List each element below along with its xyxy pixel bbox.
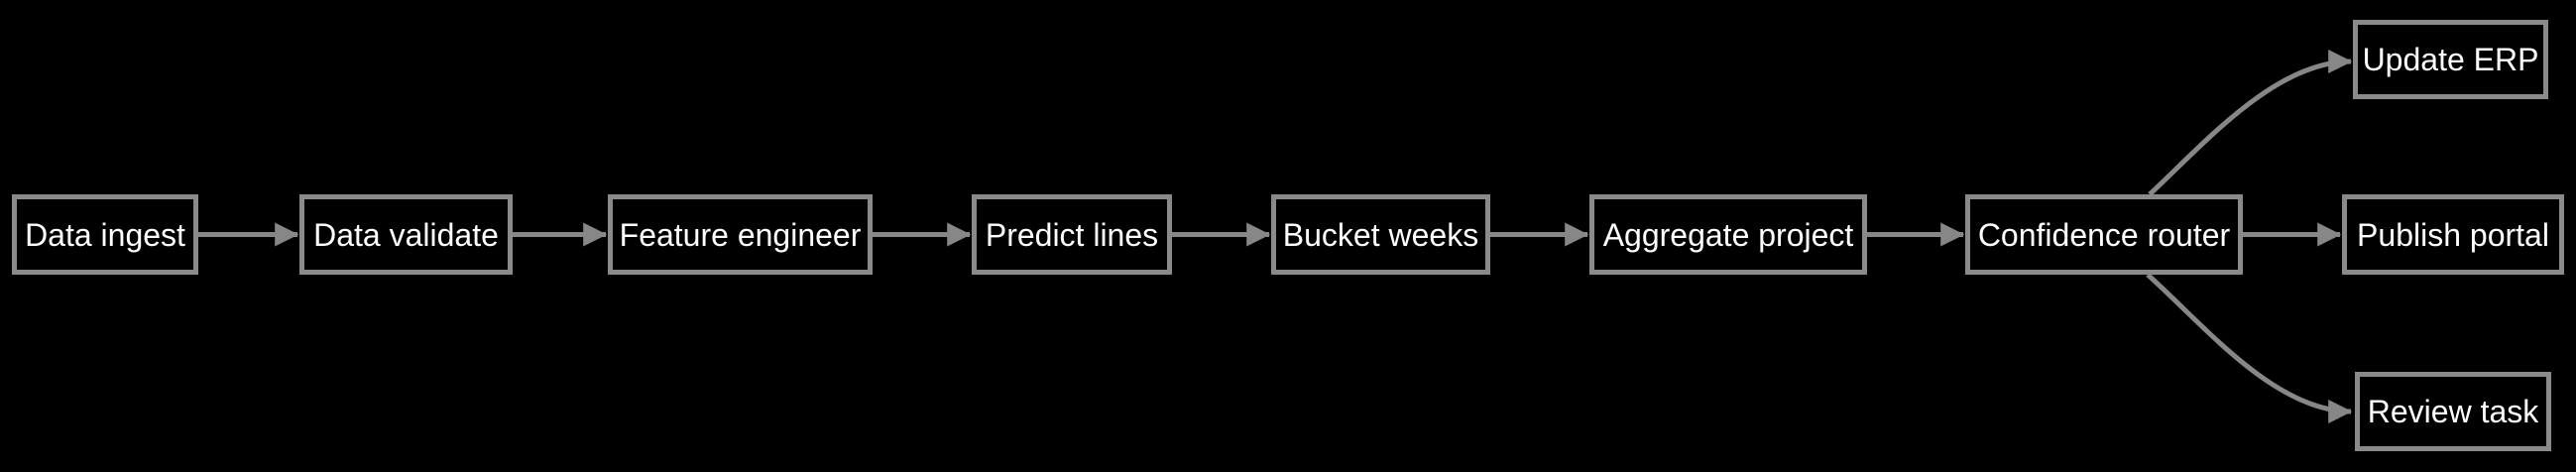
node-predict-lines-label: Predict lines — [985, 216, 1159, 253]
node-predict-lines: Predict lines — [972, 194, 1172, 275]
edge-confidence-router-to-update-erp — [2148, 50, 2353, 196]
node-confidence-router: Confidence router — [1965, 194, 2243, 275]
node-publish-portal: Publish portal — [2342, 194, 2564, 275]
node-publish-portal-label: Publish portal — [2357, 216, 2549, 253]
node-feature-engineer: Feature engineer — [608, 194, 873, 275]
node-feature-engineer-label: Feature engineer — [619, 216, 862, 253]
edge-confidence-router-to-review-task — [2146, 273, 2353, 423]
node-data-ingest: Data ingest — [12, 194, 198, 275]
node-aggregate-project-label: Aggregate project — [1602, 216, 1854, 253]
node-update-erp-label: Update ERP — [2362, 42, 2539, 77]
node-bucket-weeks-label: Bucket weeks — [1282, 216, 1479, 253]
node-confidence-router-label: Confidence router — [1977, 216, 2231, 253]
node-data-validate: Data validate — [299, 194, 513, 275]
node-data-ingest-label: Data ingest — [25, 216, 185, 253]
node-bucket-weeks: Bucket weeks — [1271, 194, 1490, 275]
node-review-task: Review task — [2355, 372, 2551, 451]
node-update-erp: Update ERP — [2353, 20, 2548, 99]
node-aggregate-project: Aggregate project — [1589, 194, 1867, 275]
node-review-task-label: Review task — [2367, 394, 2539, 429]
node-data-validate-label: Data validate — [313, 216, 499, 253]
